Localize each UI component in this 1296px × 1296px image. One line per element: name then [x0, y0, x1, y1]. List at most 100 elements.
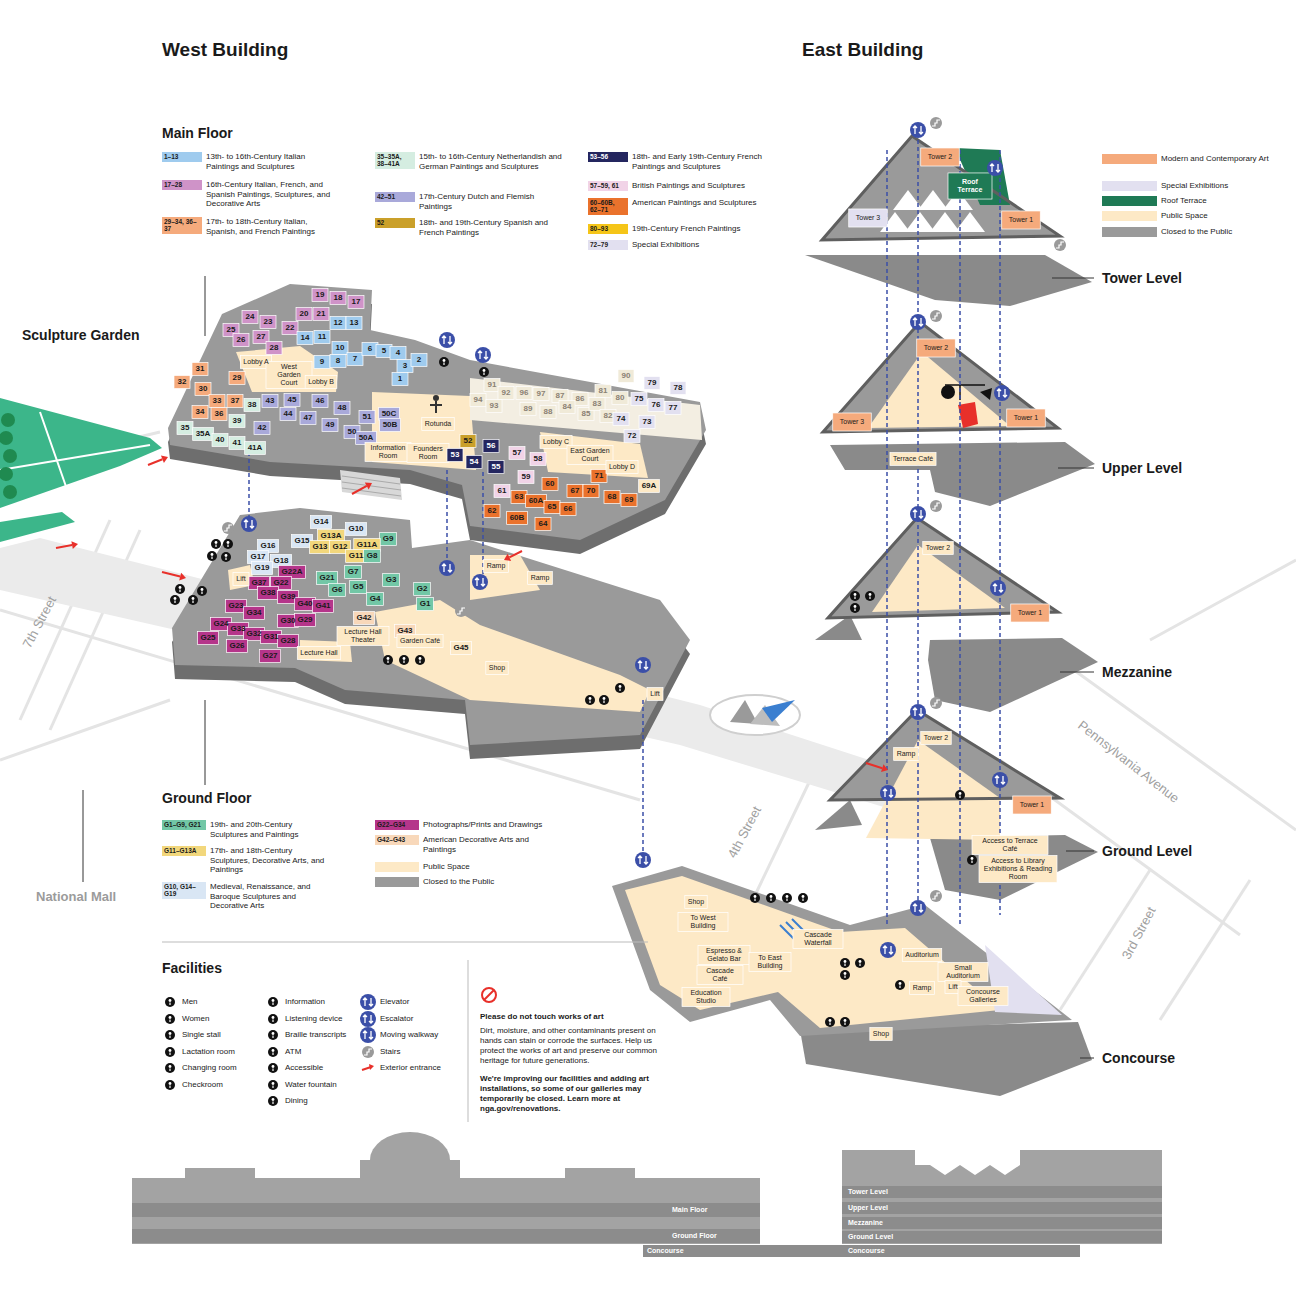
room-label: Lecture Hall Theater — [340, 628, 386, 644]
facility-icon — [169, 1003, 170, 1006]
elevator-icon — [910, 704, 926, 720]
facility-icon — [829, 1023, 830, 1026]
elevation-label: Ground Level — [848, 1233, 893, 1241]
facility-icon — [959, 796, 960, 799]
gallery-number: G15 — [294, 536, 309, 545]
no-touch-icon — [482, 988, 496, 1002]
gallery-number: 75 — [635, 394, 644, 403]
gallery-area — [316, 572, 337, 585]
street-lines — [1060, 660, 1296, 830]
legend-entry: Braille transcripts — [265, 1030, 346, 1043]
facility-icon — [272, 999, 275, 1002]
room-label: Tower 3 — [856, 214, 881, 222]
elevator-icon — [363, 998, 373, 1006]
room-label: Tower 2 — [924, 344, 949, 352]
gallery-number: 48 — [338, 403, 347, 412]
sculpture-garden — [0, 398, 162, 542]
gallery-area — [346, 317, 362, 330]
gallery-area — [595, 385, 611, 398]
area-name: National Mall — [36, 890, 116, 905]
gallery-number: 50C — [382, 409, 397, 418]
room-label: Ramp — [531, 574, 550, 582]
legend-entry: 60–60B, 62–71American Paintings and Scul… — [588, 198, 787, 215]
facility-icon — [865, 591, 875, 601]
legend-entry: 17–2816th-Century Italian, French, and S… — [162, 180, 336, 209]
room-label: West Garden Court — [269, 363, 309, 387]
gallery-area — [540, 406, 556, 419]
gallery-area — [466, 456, 482, 469]
gallery-number: G13 — [312, 542, 327, 551]
gallery-area — [682, 987, 730, 1006]
gallery-area — [639, 416, 655, 429]
gallery-number: 82 — [604, 411, 613, 420]
gallery-number: 73 — [643, 417, 652, 426]
elevator-icon — [475, 578, 485, 586]
legend-icon — [162, 1060, 178, 1076]
gallery-area — [212, 434, 228, 447]
gallery-area — [297, 647, 340, 660]
gallery-number: 60 — [546, 479, 555, 488]
legend-icon — [360, 1027, 376, 1043]
legend-swatch — [1102, 227, 1157, 237]
level-name: Upper Level — [1102, 460, 1182, 476]
gallery-number: 26 — [237, 335, 246, 344]
legend-swatch — [375, 862, 419, 872]
room-label: To East Building — [752, 954, 788, 970]
room-label: Garden Café — [400, 637, 440, 645]
gallery-area — [346, 550, 367, 563]
facility-icon — [782, 893, 792, 903]
no-touch-icon — [484, 990, 494, 1000]
leader-lines — [83, 790, 84, 882]
gallery-number: 74 — [617, 414, 626, 423]
legend-entry: G1–G9, G2119th- and 20th-Century Sculptu… — [162, 820, 330, 839]
gallery-area — [277, 635, 298, 648]
legend-entry: Information — [265, 997, 325, 1010]
glass-pyramids — [710, 695, 800, 735]
east-upper-level — [823, 322, 1058, 432]
stairs-icon — [1056, 242, 1064, 248]
west-main-floor — [433, 395, 439, 401]
facility-icon — [971, 857, 974, 860]
gallery-number: G41 — [315, 601, 330, 610]
building-heading: West Building — [162, 39, 288, 61]
gallery-area — [606, 461, 638, 474]
gallery-number: 56 — [487, 441, 496, 450]
facility-icon — [211, 557, 212, 560]
gallery-area — [484, 379, 500, 392]
gallery-area — [535, 518, 551, 531]
gallery-area — [849, 209, 888, 227]
gallery-area — [383, 574, 400, 587]
sculpture-garden — [3, 485, 17, 499]
elevator-icon — [993, 584, 1003, 592]
gallery-area — [542, 478, 558, 491]
legend-entry: Accessible — [265, 1063, 323, 1076]
stairs-icon — [932, 120, 940, 126]
east-tower-level — [930, 212, 960, 232]
legend-text: 17th-Century Dutch and Flemish Paintings — [419, 192, 564, 211]
room-label: Concourse Galleries — [961, 988, 1005, 1004]
legend-text: Single stall — [182, 1030, 221, 1040]
east-ground-level — [815, 800, 862, 830]
gallery-area — [322, 419, 338, 432]
legend-entry: G42–G43American Decorative Arts and Pain… — [375, 835, 553, 854]
legend-entry: G11–G13A17th- and 18th-Century Sculpture… — [162, 846, 330, 875]
facility-icon — [272, 1036, 273, 1039]
facility-icon — [802, 895, 805, 898]
facility-icon — [268, 1014, 278, 1024]
room-label: Lobby D — [609, 463, 635, 471]
floor-connection-lines — [999, 150, 1001, 915]
entrance-arrow — [56, 545, 72, 548]
legend-entry: Listening device — [265, 1014, 342, 1027]
west-main-floor — [168, 284, 706, 554]
gallery-area — [364, 550, 381, 563]
legend-entry: Elevator — [360, 997, 409, 1010]
legend-entry: Exterior entrance — [360, 1063, 441, 1076]
entrance-arrow — [365, 482, 372, 489]
facility-icon — [844, 972, 847, 975]
gallery-number: 4 — [396, 348, 400, 357]
gallery-area — [591, 470, 607, 483]
gallery-number: 85 — [582, 409, 591, 418]
gallery-number: G30 — [280, 616, 295, 625]
gallery-number: G40 — [297, 599, 312, 608]
leader-lines — [205, 700, 206, 785]
